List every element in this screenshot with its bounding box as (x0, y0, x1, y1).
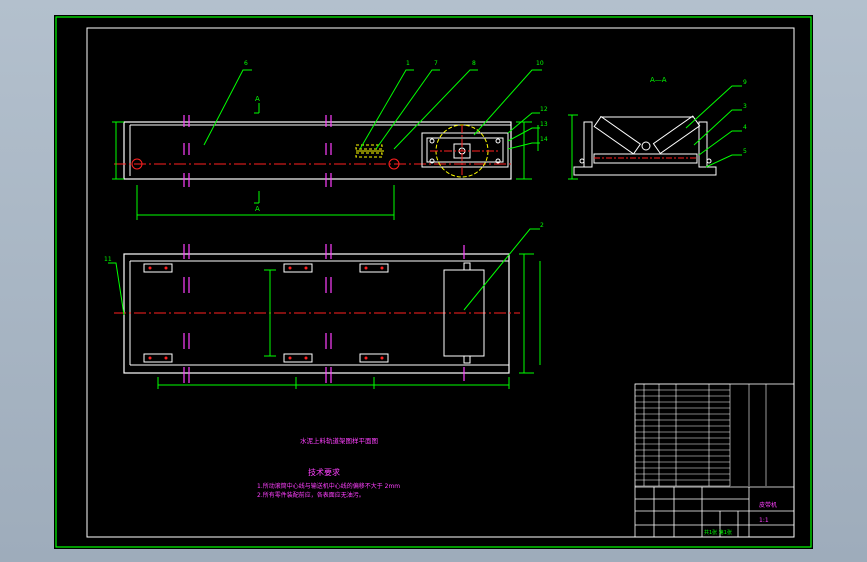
section-mark-bottom: A (255, 205, 260, 213)
plan-break-marks (183, 244, 465, 383)
plan-bolt-holes (148, 266, 384, 360)
section-view: A—A (568, 76, 717, 180)
part-callouts: 6 1 7 8 10 12 13 14 9 3 4 5 11 2 (104, 60, 747, 263)
callout-11: 11 (104, 256, 112, 263)
front-hidden-parts (355, 144, 384, 158)
title-scale: 1:1 (759, 517, 769, 524)
section-cut-markers (254, 103, 260, 204)
callout-9: 9 (743, 79, 747, 86)
section-mark-top: A (255, 95, 260, 103)
callout-10: 10 (536, 60, 544, 67)
outer-frame (55, 16, 812, 548)
title-block: 皮带机 1:1 共1张 第1张 (634, 383, 795, 538)
section-label: A—A (650, 76, 667, 84)
callout-2: 2 (540, 222, 544, 229)
title-sheet-info: 共1张 第1张 (704, 529, 732, 536)
note-2: 2.所有零件装配前应，各表面应无油污。 (257, 491, 365, 499)
front-view: A A (112, 95, 539, 220)
callout-7: 7 (434, 60, 438, 67)
front-view-frame (123, 121, 512, 180)
front-break-marks (183, 115, 332, 187)
callout-3: 3 (743, 103, 747, 110)
plan-view (114, 244, 541, 389)
leader-lines (108, 69, 742, 316)
drawing-sheet: A A A—A (54, 15, 813, 549)
plan-dimensions (157, 253, 541, 389)
callout-14: 14 (540, 136, 548, 143)
callout-12: 12 (540, 106, 548, 113)
drive-unit (421, 124, 509, 178)
inner-frame (86, 27, 795, 538)
callout-13: 13 (540, 121, 548, 128)
note-1: 1.所动滚筒中心线与输送机中心线的偏移不大于 2mm (257, 482, 400, 490)
callout-8: 8 (472, 60, 476, 67)
callout-4: 4 (743, 124, 747, 131)
plan-title: 水泥上料轨道架图样平面图 (300, 436, 378, 445)
notes-title: 技术要求 (308, 467, 340, 477)
callout-5: 5 (743, 148, 747, 155)
engineering-drawing: A A A—A (55, 16, 812, 548)
plan-mount-plates (143, 263, 389, 363)
callout-1: 1 (406, 60, 410, 67)
callout-6: 6 (244, 60, 248, 67)
title-drawing-name: 皮带机 (759, 501, 777, 509)
front-dimensions (112, 121, 539, 220)
